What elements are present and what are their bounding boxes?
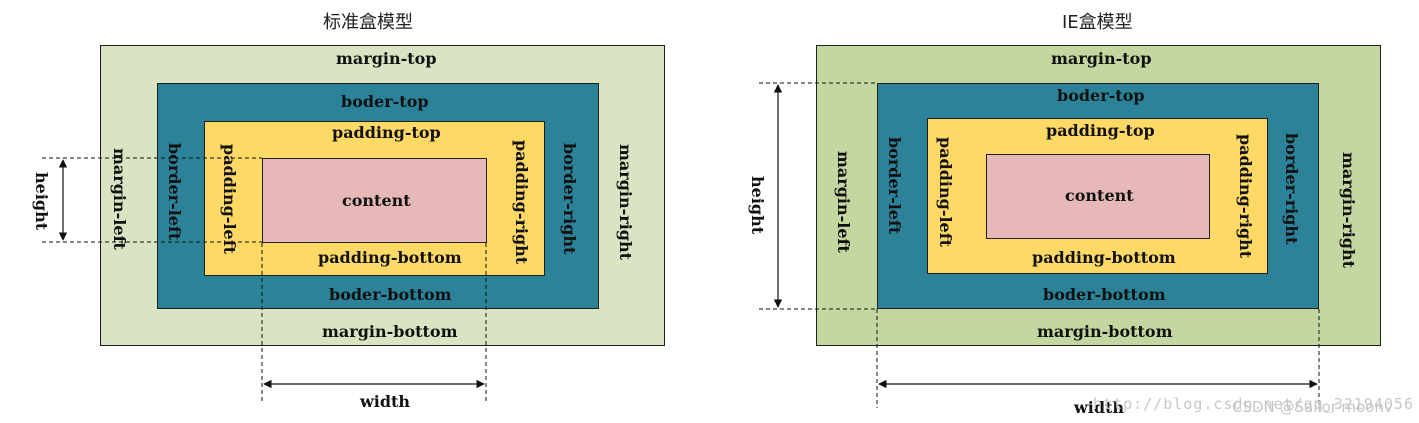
ie-border-top-label: boder-top: [1057, 86, 1145, 105]
standard-margin-right-label: margin-right: [616, 144, 635, 260]
standard-padding-left-label: padding-left: [220, 144, 239, 254]
ie-margin-top-label: margin-top: [1051, 49, 1152, 68]
ie-width-label: width: [1074, 398, 1125, 417]
standard-padding-right-label: padding-right: [512, 140, 531, 265]
ie-padding-bottom-label: padding-bottom: [1032, 248, 1176, 267]
standard-border-bottom-label: boder-bottom: [329, 285, 452, 304]
csdn-credit-watermark: CSDN @Sailor-moonv: [1232, 398, 1393, 416]
blog-watermark: http://blog.csdn.net/qq_32194056: [1093, 395, 1414, 413]
standard-height-label: height: [32, 172, 51, 231]
standard-margin-left-label: margin-left: [110, 148, 129, 250]
ie-margin-bottom-label: margin-bottom: [1037, 322, 1173, 341]
standard-width-label: width: [360, 392, 411, 411]
standard-margin-bottom-label: margin-bottom: [322, 322, 458, 341]
standard-border-top-label: boder-top: [341, 92, 429, 111]
ie-padding-top-label: padding-top: [1046, 121, 1155, 140]
ie-box-model-title: IE盒模型: [1062, 12, 1133, 33]
standard-padding-bottom-label: padding-bottom: [318, 248, 462, 267]
ie-height-label: height: [748, 176, 767, 235]
standard-content-box: [262, 158, 487, 243]
ie-padding-right-label: padding-right: [1236, 134, 1255, 259]
standard-border-left-label: border-left: [165, 143, 184, 241]
ie-margin-right-label: margin-right: [1339, 152, 1358, 268]
ie-content-label: content: [1065, 186, 1134, 205]
ie-content-box: [986, 154, 1210, 239]
ie-padding-left-label: padding-left: [936, 137, 955, 247]
standard-content-label: content: [342, 191, 411, 210]
standard-padding-top-label: padding-top: [332, 123, 441, 142]
ie-border-right-label: border-right: [1282, 133, 1301, 245]
standard-border-right-label: border-right: [560, 143, 579, 255]
standard-margin-top-label: margin-top: [336, 49, 437, 68]
standard-box-model-title: 标准盒模型: [323, 12, 413, 33]
ie-border-bottom-label: boder-bottom: [1043, 285, 1166, 304]
ie-border-left-label: border-left: [885, 137, 904, 235]
ie-margin-left-label: margin-left: [834, 151, 853, 253]
